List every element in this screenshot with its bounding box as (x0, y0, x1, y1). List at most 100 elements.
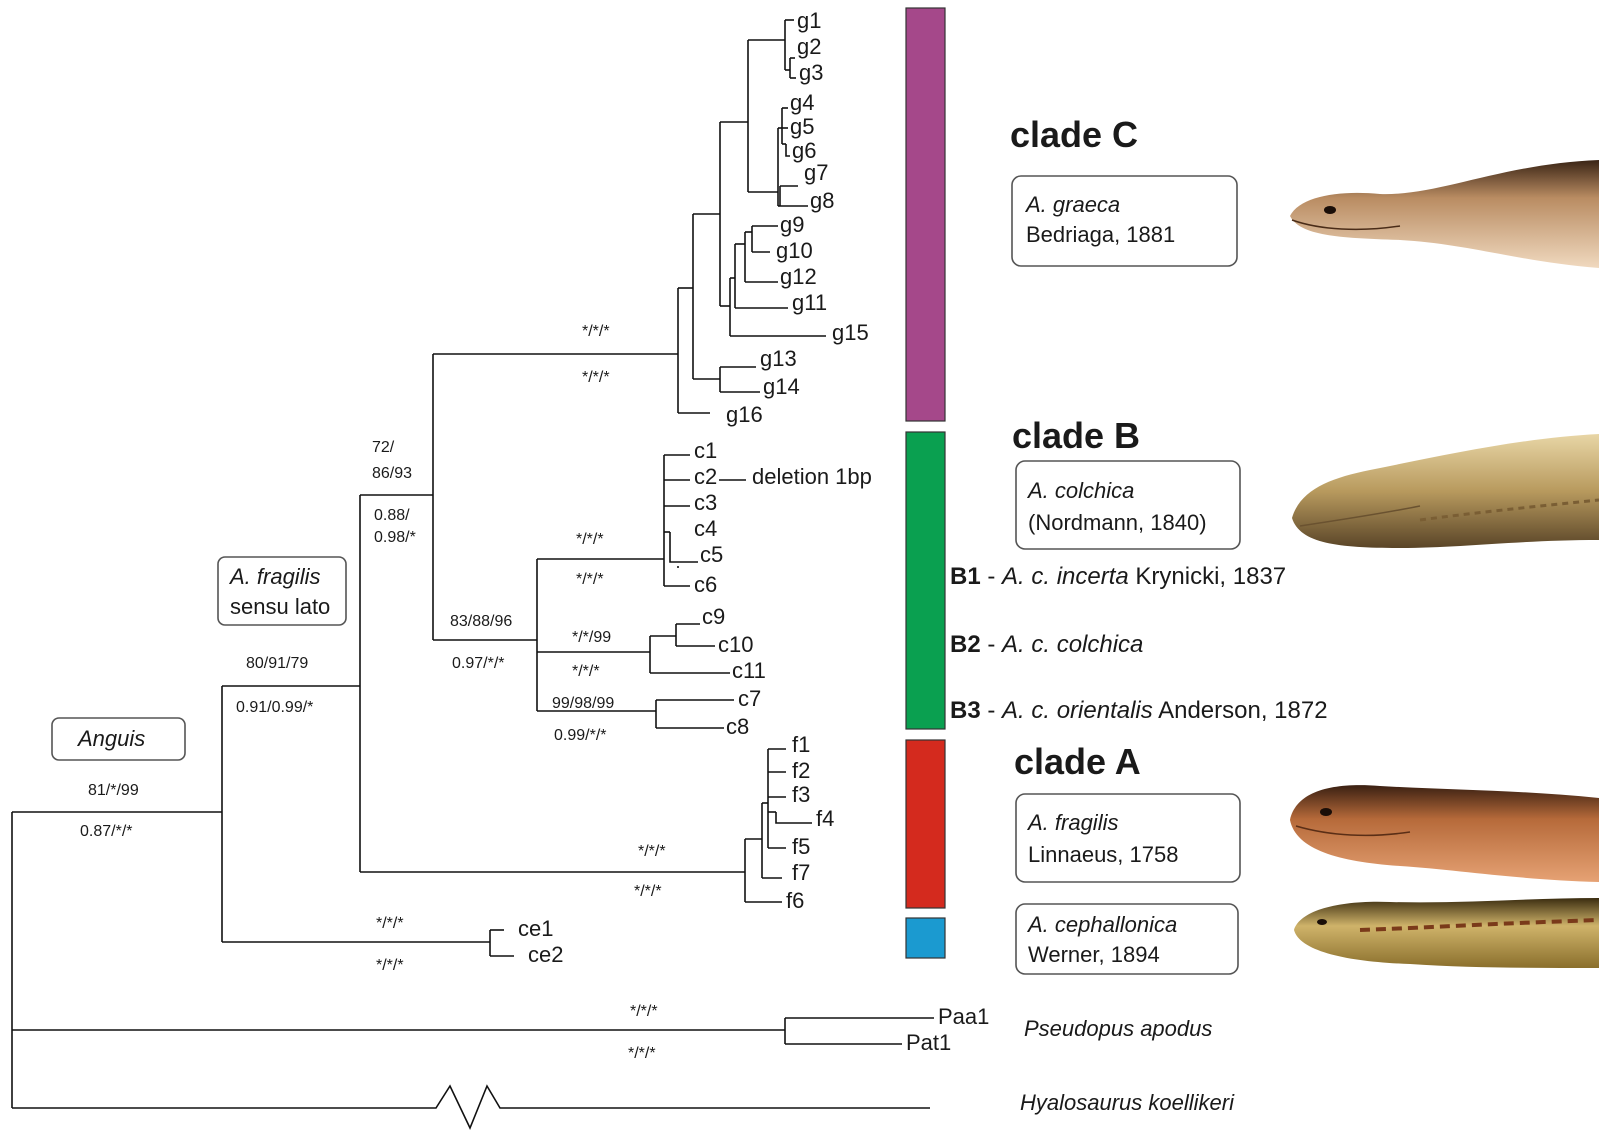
clade-c-title: clade C (1010, 114, 1138, 155)
tip-label: g13 (760, 346, 797, 371)
support-value: */*/* (634, 883, 662, 900)
pseudopus-apodus-label: Pseudopus apodus (1024, 1016, 1212, 1041)
tip-label: f7 (792, 860, 810, 885)
tip-label: g6 (792, 138, 816, 163)
fragilis-sensu-lato-box: A. fragilis sensu lato (217, 556, 347, 626)
cephallonica-species-box: A. cephallonica Werner, 1894 (1015, 903, 1239, 975)
tip-label: g9 (780, 212, 804, 237)
tip-label: ce1 (518, 916, 553, 941)
svg-text:A. fragilis: A. fragilis (228, 564, 320, 589)
svg-text:A. fragilis: A. fragilis (1026, 810, 1118, 835)
support-value: 99/98/99 (552, 695, 614, 712)
svg-text:B2 - A. c. colchica: B2 - A. c. colchica (950, 631, 1143, 658)
graeca-species-box: A. graeca Bedriaga, 1881 (1011, 175, 1238, 267)
graeca-head-photo (1290, 160, 1599, 268)
tip-label: f2 (792, 758, 810, 783)
support-value: */*/* (582, 323, 610, 340)
support-value: 0.88/ (374, 507, 410, 524)
support-value: */*/99 (572, 629, 611, 646)
support-value: 0.98/* (374, 529, 416, 546)
tip-label: c11 (732, 658, 766, 683)
support-value: 0.91/0.99/* (236, 699, 313, 716)
support-values: 81/*/99 0.87/*/* 80/91/79 0.91/0.99/* 72… (80, 323, 666, 1062)
clade-c-tip-labels: g1 g2 g3 g4 g5 g6 g7 g8 g9 g10 g12 g11 g… (726, 8, 869, 427)
tip-label: c10 (718, 632, 753, 657)
clade-a-tip-labels: f1 f2 f3 f4 f5 f7 f6 (786, 732, 834, 913)
support-value: 72/ (372, 439, 395, 456)
clade-c-bar (905, 7, 946, 422)
support-value: */*/* (376, 957, 404, 974)
tip-label: g12 (780, 264, 817, 289)
tip-label: c9 (702, 604, 725, 629)
subclade-b2-label: B2 - A. c. colchica (950, 631, 1143, 658)
support-value: */*/* (628, 1045, 656, 1062)
svg-text:A. colchica: A. colchica (1026, 478, 1134, 503)
tip-label: g5 (790, 114, 814, 139)
tip-label: c8 (726, 714, 749, 739)
tip-label: g14 (763, 374, 800, 399)
support-value: 0.99/*/* (554, 727, 606, 744)
tree-branches (11, 19, 934, 1130)
clade-b-title: clade B (1012, 415, 1140, 456)
tip-label: g1 (797, 8, 821, 33)
svg-text:Werner, 1894: Werner, 1894 (1028, 942, 1160, 967)
hyalosaurus-broken-branch (12, 1084, 930, 1130)
clade-b-tip-labels: c1 c2 c3 c4 c5 c6 c9 c10 c11 c7 c8 delet… (694, 438, 872, 739)
support-value: */*/* (376, 915, 404, 932)
tip-label: g2 (797, 34, 821, 59)
svg-text:Anguis: Anguis (76, 726, 145, 751)
support-value: */*/* (576, 531, 604, 548)
support-value: 0.87/*/* (80, 823, 132, 840)
clade-bars (905, 7, 946, 959)
support-value: */*/* (638, 843, 666, 860)
support-value: 83/88/96 (450, 613, 512, 630)
tip-label: c5 (700, 542, 723, 567)
deletion-annotation: deletion 1bp (752, 464, 872, 489)
tip-label: g4 (790, 90, 814, 115)
tip-label: c3 (694, 490, 717, 515)
svg-text:A. cephallonica: A. cephallonica (1026, 912, 1177, 937)
fragilis-species-box: A. fragilis Linnaeus, 1758 (1015, 793, 1241, 883)
tip-label: Pat1 (906, 1030, 951, 1055)
support-value: 86/93 (372, 465, 412, 482)
support-value: */*/* (582, 369, 610, 386)
support-value: 0.97/*/* (452, 655, 504, 672)
colchica-species-box: A. colchica (Nordmann, 1840) (1015, 460, 1241, 550)
tip-label: g3 (799, 60, 823, 85)
anguis-label-box: Anguis (51, 717, 186, 761)
fragilis-head-photo (1290, 785, 1599, 882)
svg-text:B1 - A. c. incerta Krynicki, 1: B1 - A. c. incerta Krynicki, 1837 (950, 563, 1286, 590)
support-value: */*/* (630, 1003, 658, 1020)
clade-a-title: clade A (1014, 741, 1141, 782)
support-value: 80/91/79 (246, 655, 308, 672)
tip-label: g8 (810, 188, 834, 213)
tip-label: c1 (694, 438, 717, 463)
tip-label: f3 (792, 782, 810, 807)
hyalosaurus-koellikeri-label: Hyalosaurus koellikeri (1020, 1090, 1235, 1115)
cephallonica-head-photo (1294, 898, 1599, 968)
tip-label: g10 (776, 238, 813, 263)
svg-text:sensu lato: sensu lato (230, 594, 330, 619)
tip-label: f6 (786, 888, 804, 913)
svg-text:Linnaeus, 1758: Linnaeus, 1758 (1028, 842, 1178, 867)
subclade-b3-label: B3 - A. c. orientalis Anderson, 1872 (950, 697, 1328, 724)
svg-text:A. graeca: A. graeca (1024, 192, 1120, 217)
tip-label: g15 (832, 320, 869, 345)
tip-label: g16 (726, 402, 763, 427)
svg-text:Bedriaga, 1881: Bedriaga, 1881 (1026, 222, 1175, 247)
subclade-b1-label: B1 - A. c. incerta Krynicki, 1837 (950, 563, 1286, 590)
tip-label: g11 (792, 290, 827, 315)
clade-a-bar (905, 739, 946, 909)
tip-label: f4 (816, 806, 834, 831)
cephallonica-bar (905, 917, 946, 959)
tip-label: ce2 (528, 942, 563, 967)
tip-label: c7 (738, 686, 761, 711)
colchica-head-photo (1292, 434, 1599, 548)
tip-label: Paa1 (938, 1004, 989, 1029)
svg-text:B3 - A. c. orientalis Anderson: B3 - A. c. orientalis Anderson, 1872 (950, 697, 1328, 724)
other-tip-labels: ce1 ce2 Paa1 Pat1 (518, 916, 989, 1055)
tip-label: c2 (694, 464, 717, 489)
support-value: */*/* (576, 571, 604, 588)
tip-label: c6 (694, 572, 717, 597)
